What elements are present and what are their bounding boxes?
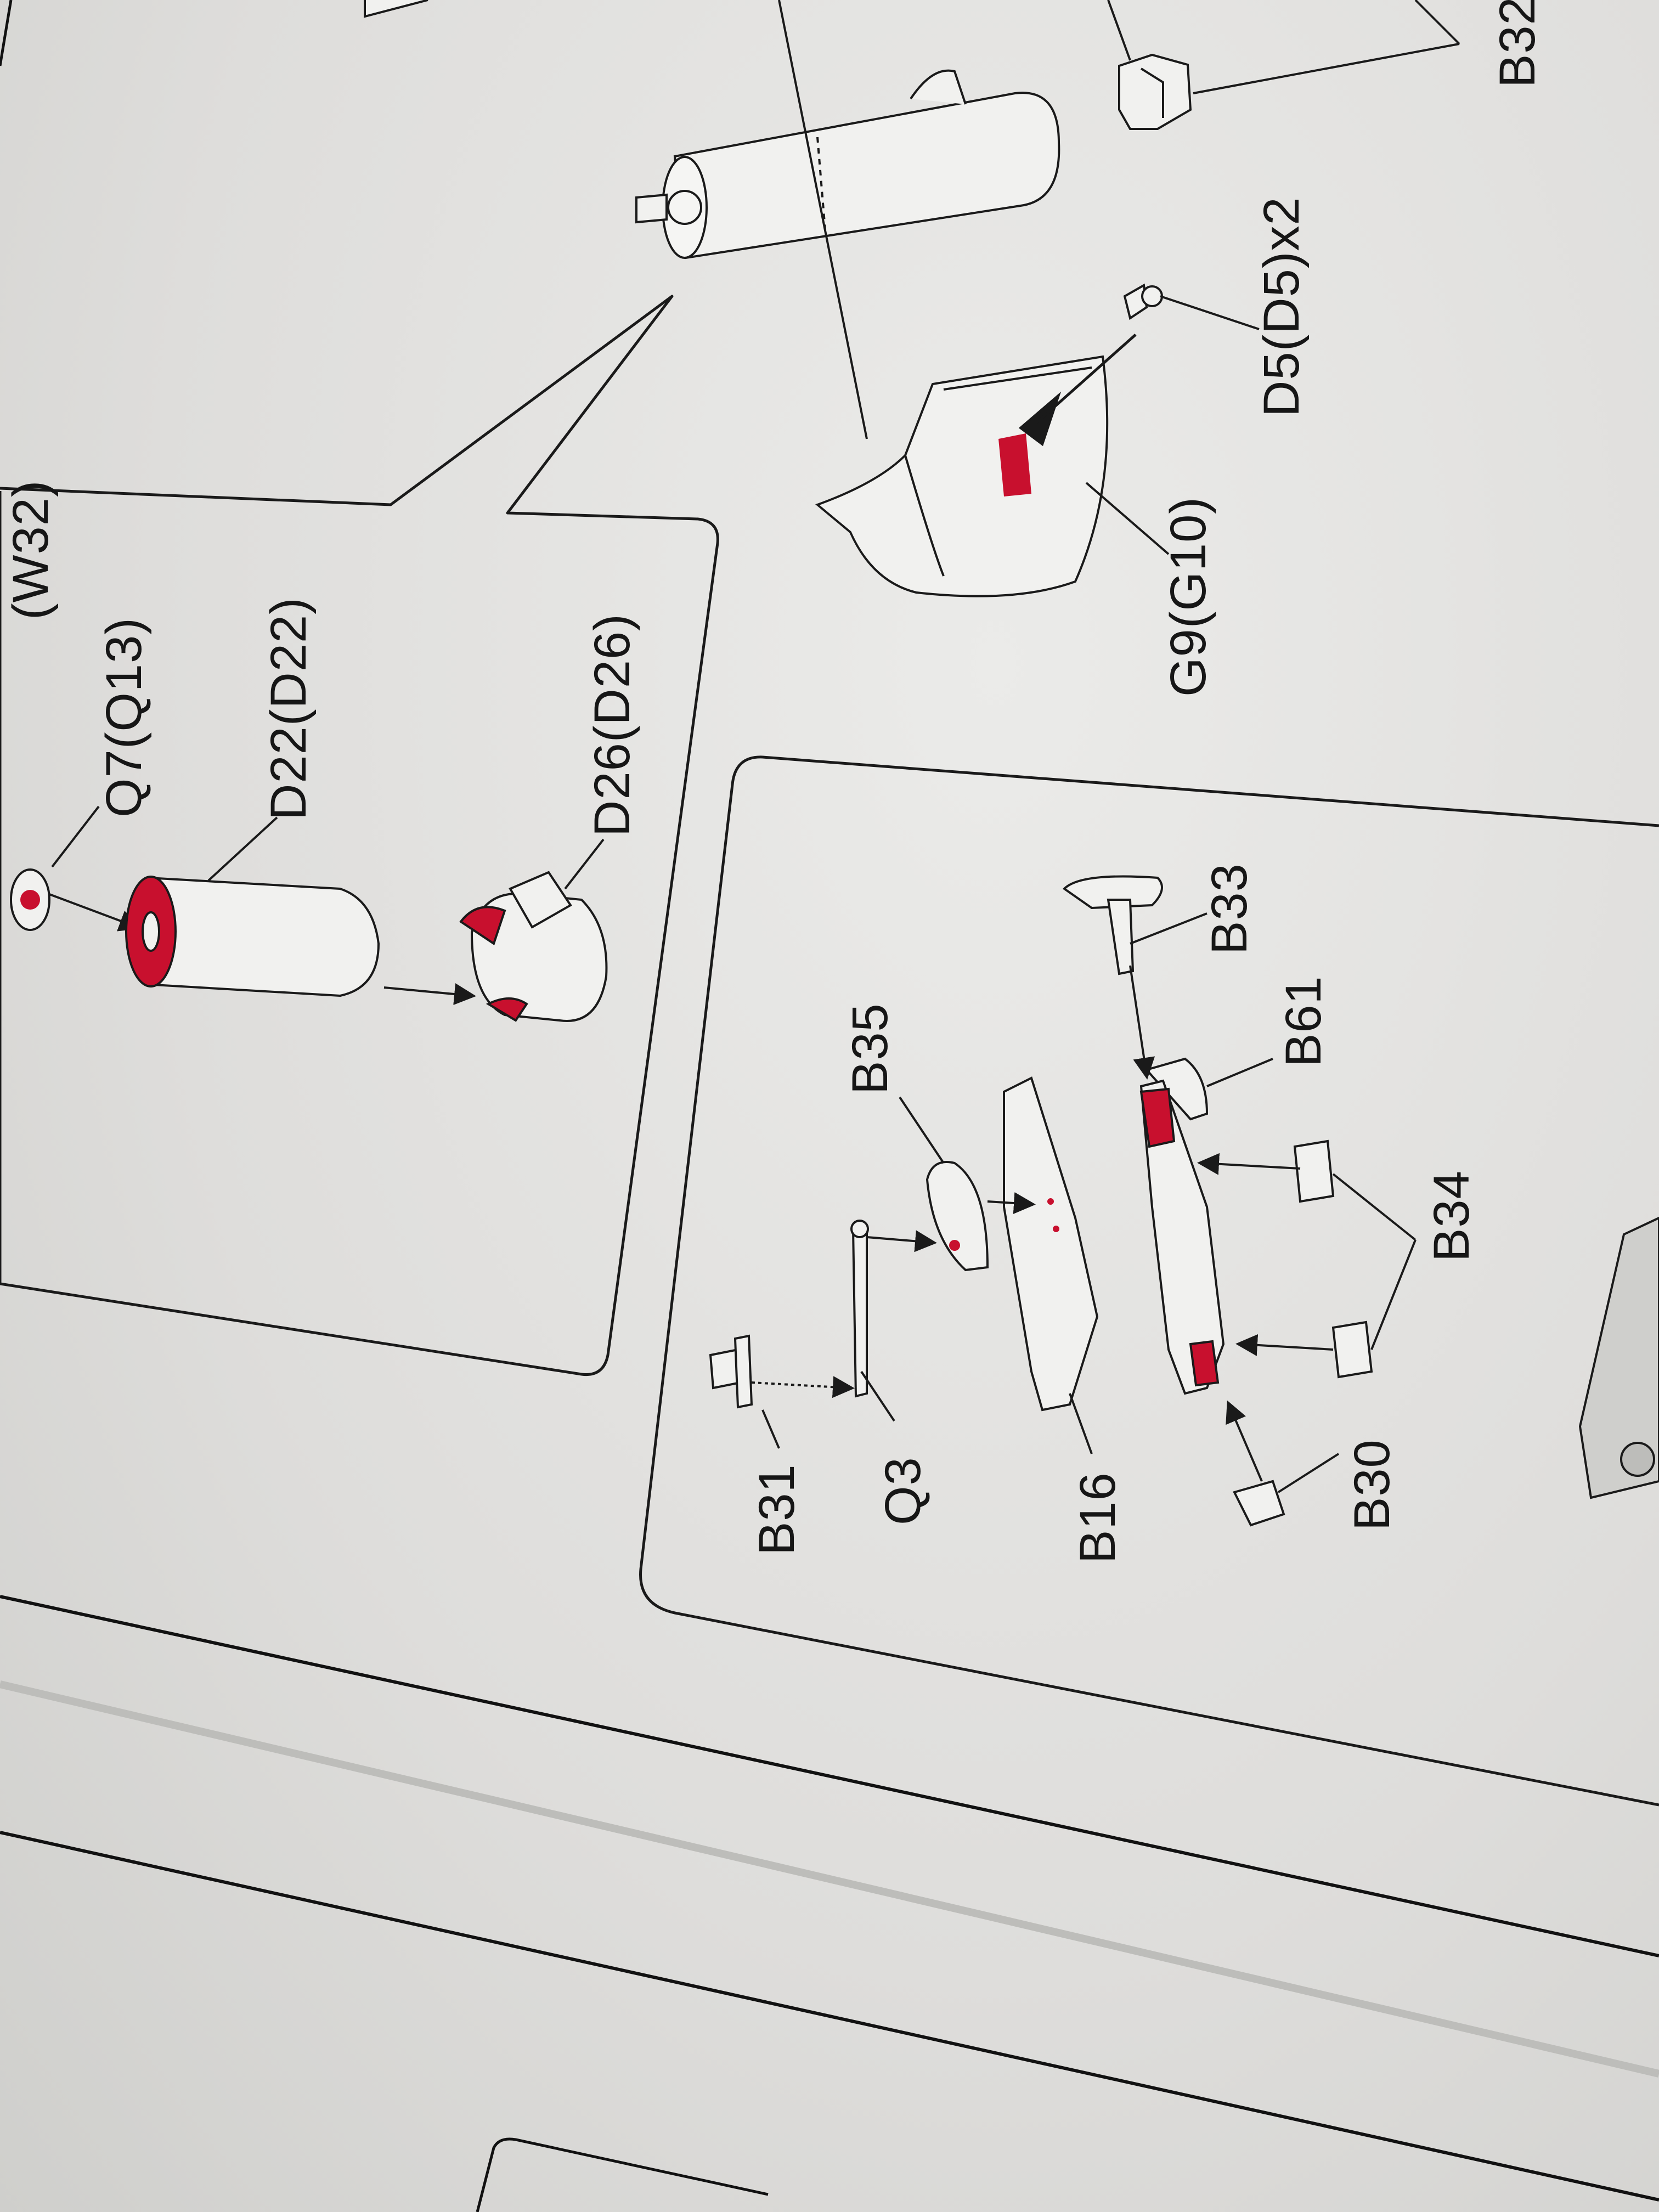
part-b34 — [1197, 1139, 1417, 1379]
label-b35: B35 — [842, 1003, 898, 1094]
part-q3 — [850, 1220, 937, 1422]
part-d22 — [125, 816, 476, 1005]
label-d26: D26(D26) — [584, 613, 640, 837]
label-b33: B33 — [1201, 863, 1257, 955]
part-b35 — [899, 1096, 1036, 1272]
part-b33 — [1062, 875, 1207, 975]
label-b30: B30 — [1344, 1439, 1400, 1531]
part-g9 — [815, 283, 1260, 597]
label-b16: B16 — [1070, 1472, 1126, 1564]
label-d5: D5(D5)x2 — [1254, 196, 1310, 417]
part-cylinder-upper — [635, 0, 1060, 439]
label-d22: D22(D22) — [261, 597, 317, 820]
part-b16 — [1003, 1076, 1099, 1454]
label-q3: Q3 — [875, 1457, 931, 1525]
label-b31: B31 — [749, 1464, 805, 1555]
label-q7: Q7(Q13) — [96, 617, 152, 817]
part-upper-bracket — [364, 0, 1460, 130]
callout-box-lower — [639, 755, 1659, 1807]
label-w32: (W32) — [3, 479, 59, 620]
part-corner-hull — [1578, 1216, 1659, 1499]
part-b61 — [1144, 1057, 1273, 1121]
label-b61: B61 — [1276, 975, 1331, 1067]
part-b30-rail — [1129, 965, 1340, 1527]
label-b32: B32 — [1489, 0, 1545, 88]
label-g9: G9(G10) — [1160, 496, 1216, 697]
callout-outline-upper — [0, 295, 719, 1376]
part-d26 — [459, 838, 608, 1022]
part-q7 — [10, 805, 142, 932]
label-b34: B34 — [1424, 1170, 1480, 1262]
part-b31 — [709, 1334, 855, 1449]
